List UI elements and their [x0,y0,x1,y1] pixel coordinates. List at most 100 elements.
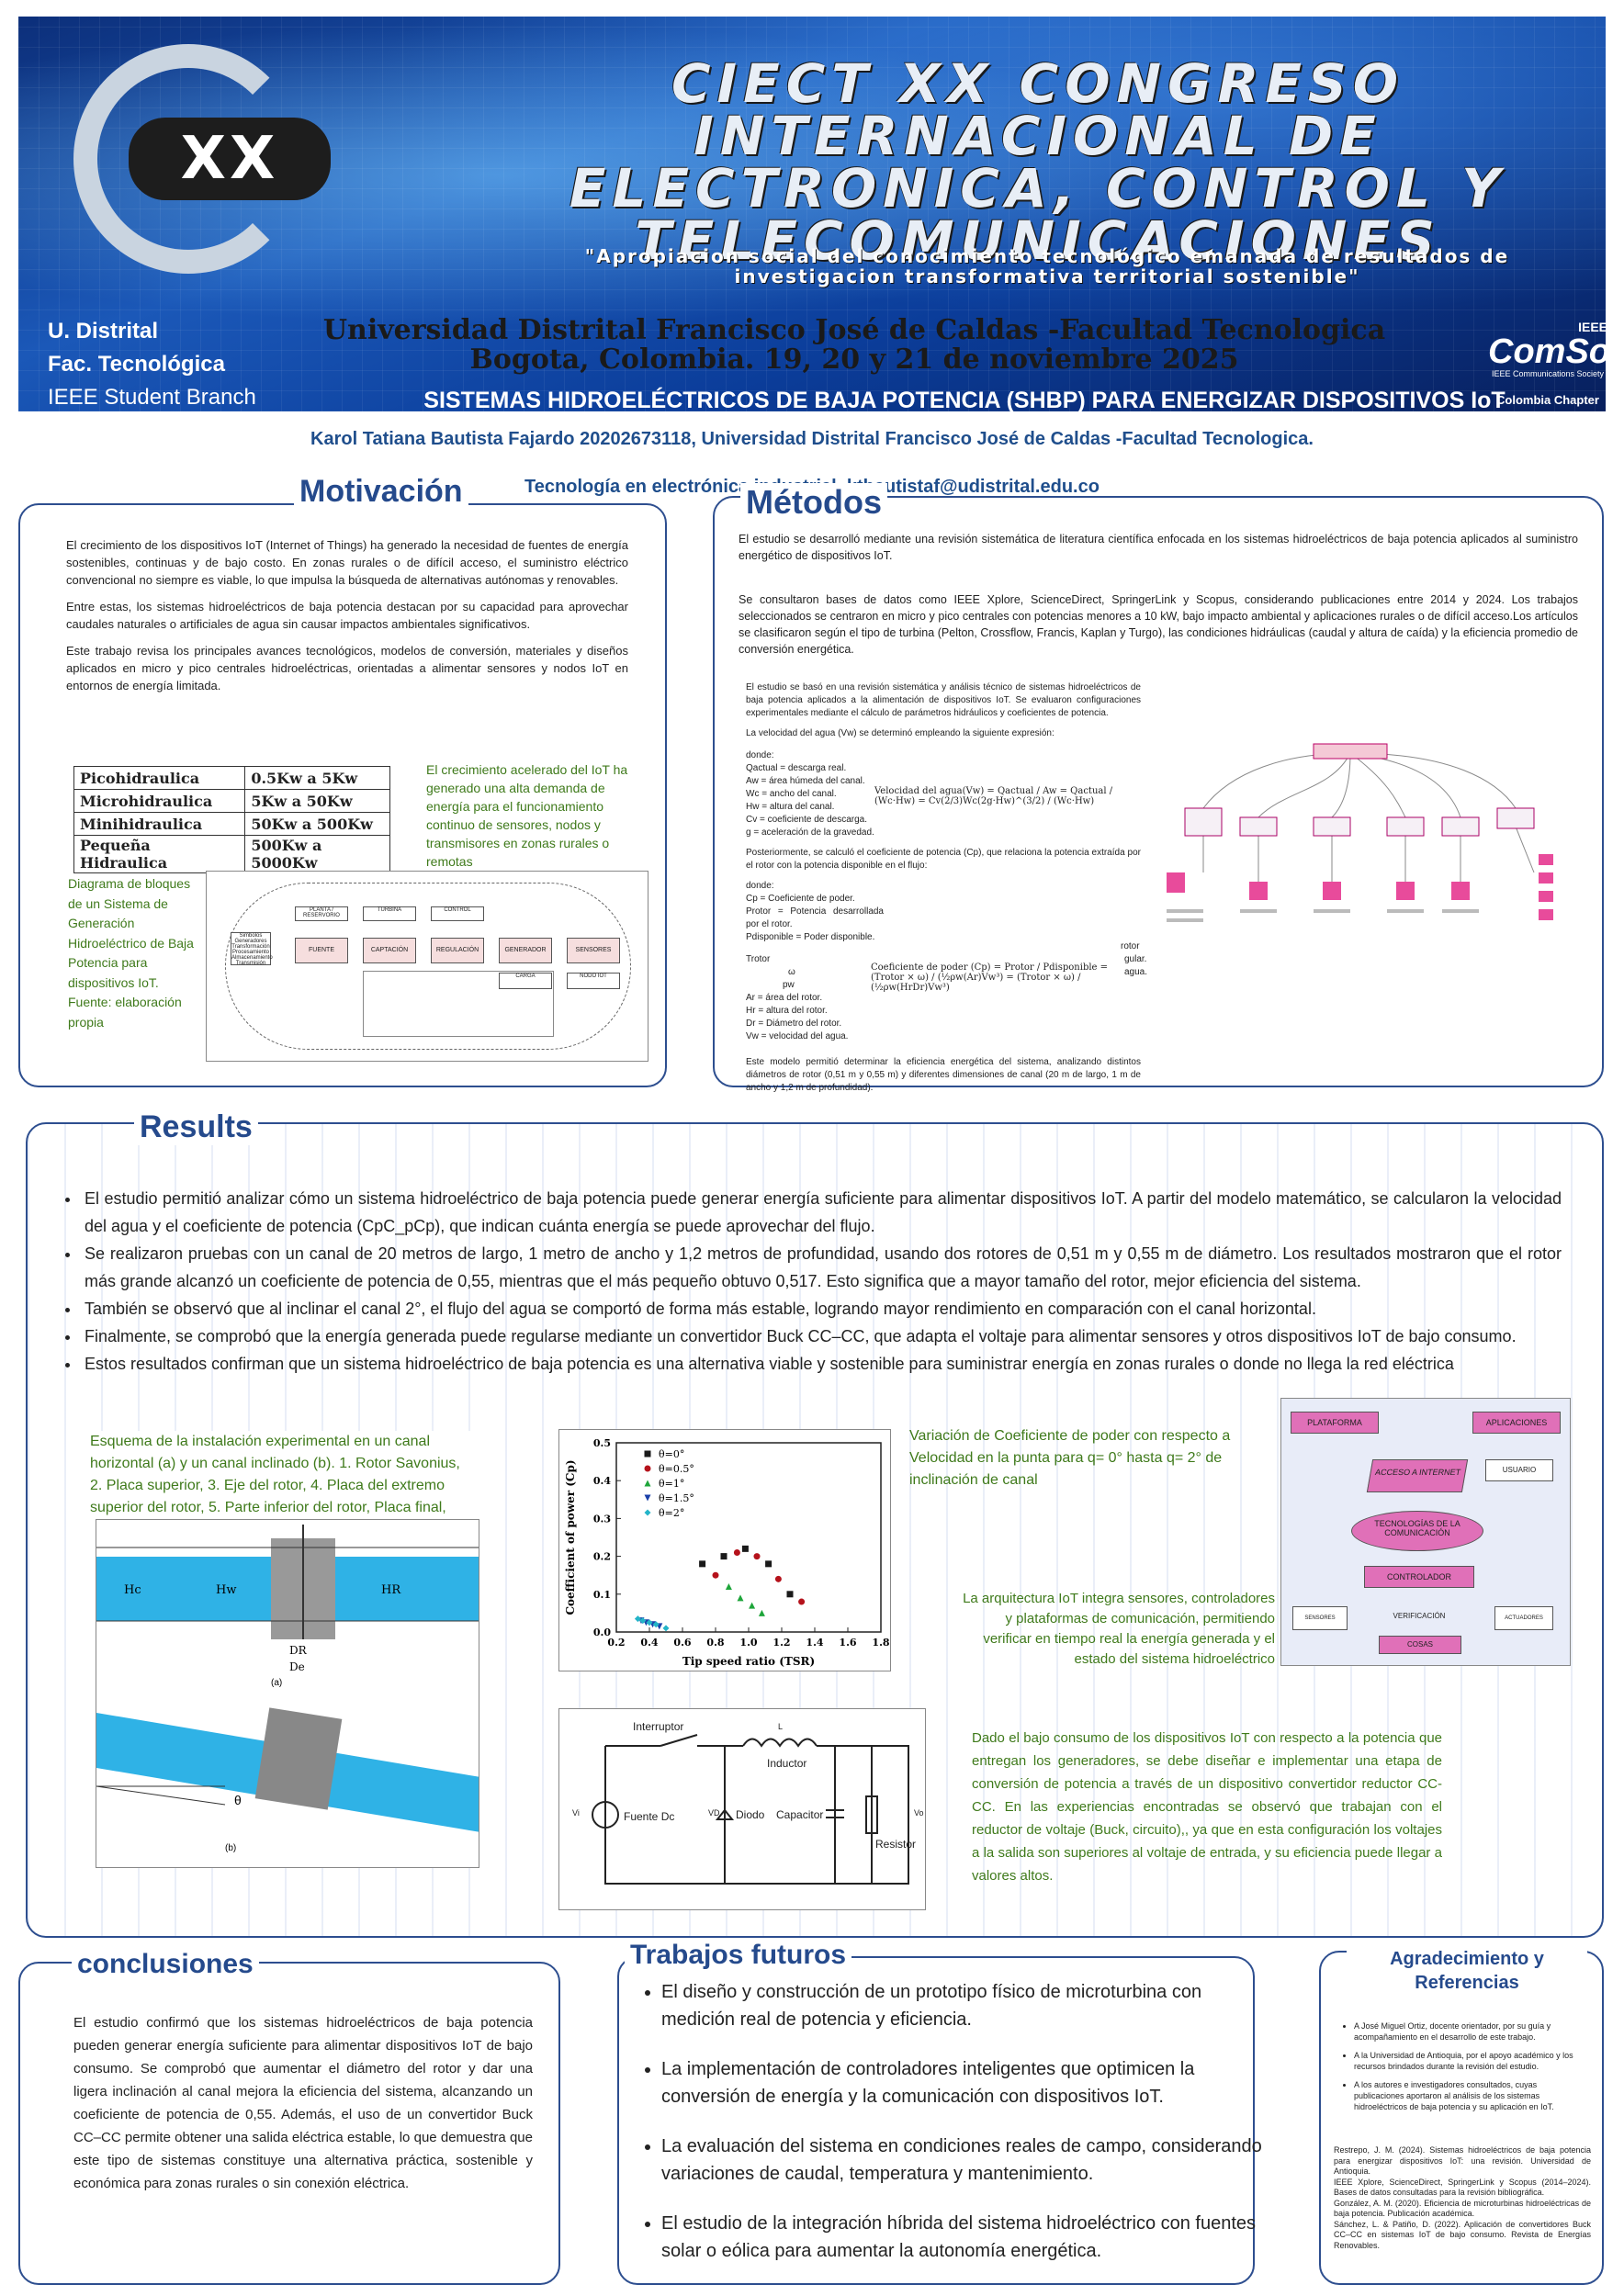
buck-caption: Dado el bajo consumo de los dispositivos… [972,1730,1442,1884]
data-point [765,1560,773,1568]
label-hr: HR [381,1583,401,1597]
list-item: El estudio de la integración híbrida del… [661,2210,1264,2265]
results-list: El estudio permitió analizar cómo un sis… [53,1185,1562,1378]
data-point [758,1609,765,1616]
diagram-node: CONTROL [431,906,484,921]
x-axis-label: Tip speed ratio (TSR) [682,1655,815,1668]
iot-node: APLICACIONES [1472,1412,1561,1434]
legend-marker [644,1494,651,1502]
conference-title: CIECT XX CONGRESO INTERNACIONAL DE ELECT… [569,52,1507,272]
label-l: L [778,1722,784,1731]
data-point [699,1560,706,1568]
conference-venue: Universidad Distrital Francisco José de … [211,316,1497,375]
diagram-node: TURBINA [363,906,416,921]
conference-banner: XX CIECT XX CONGRESO INTERNACIONAL DE EL… [18,17,1606,411]
motivacion-p2: Entre estas, los sistemas hidroeléctrico… [66,600,628,631]
iot-architecture-diagram: PLATAFORMA APLICACIONES ACCESO A INTERNE… [1280,1398,1571,1666]
list-item: El estudio permitió analizar cómo un sis… [81,1185,1562,1240]
list-item: La implementación de controladores intel… [661,2055,1264,2110]
conclusiones-title: conclusiones [72,1949,259,1980]
equation-side-words: rotor gular. agua. [1121,941,1148,977]
label-interruptor: Interruptor [633,1720,684,1733]
conclusiones-panel [18,1962,560,2285]
trabajos-list: El diseño y construcción de un prototipo… [636,1978,1264,2287]
legend-marker [644,1509,651,1516]
reference-item: IEEE Xplore, ScienceDirect, SpringerLink… [1334,2177,1591,2198]
x-tick-label: 1.0 [739,1637,757,1649]
block-diagram-caption: Diagrama de bloques de un Sistema de Gen… [68,876,194,1030]
data-point [741,1545,749,1552]
iot-node: SENSORES [1292,1606,1348,1630]
legend-label: θ=2° [659,1507,684,1519]
date-line: Bogota, Colombia. 19, 20 y 21 de noviemb… [469,343,1239,376]
label-inductor: Inductor [767,1757,807,1770]
tag-faculty: Fac. Tecnológica [48,352,225,377]
legend-label: θ=0.5° [659,1463,694,1475]
label-theta: θ [234,1793,242,1807]
y-tick-label: 0.2 [593,1551,611,1563]
data-point [749,1602,756,1609]
data-point [720,1553,727,1560]
iot-node: CONTROLADOR [1364,1566,1474,1588]
author-line: Karol Tatiana Bautista Fajardo 202026731… [310,429,1314,449]
iot-node: ACTUADORES [1494,1606,1553,1630]
list-item: Se realizaron pruebas con un canal de 20… [81,1240,1562,1295]
data-point [712,1571,719,1579]
y-tick-label: 0.3 [593,1513,611,1525]
list-item: A José Miguel Ortiz, docente orientador,… [1354,2020,1584,2043]
data-point [733,1548,740,1556]
diagram-node: GENERADOR [499,938,552,963]
literature-mind-map [1167,743,1553,922]
list-item: Estos resultados confirman que un sistem… [81,1350,1562,1378]
list-item: Finalmente, se comprobó que la energía g… [81,1322,1562,1350]
metodos-title: Métodos [740,483,887,522]
diagram-node: REGULACIÓN [431,938,484,963]
data-point [737,1594,744,1602]
block-diagram: Simbolos Generadores Transformación Proc… [206,871,648,1062]
diagram-node: FUENTE [295,938,348,963]
x-tick-label: 0.8 [706,1637,724,1649]
iot-node: VERIFICACIÓN [1393,1612,1446,1620]
legend-marker [644,1450,651,1458]
data-point [639,1617,647,1625]
iot-node: COSAS [1379,1636,1461,1654]
iot-node: PLATAFORMA [1291,1412,1379,1434]
x-tick-label: 1.6 [839,1637,856,1649]
x-tick-label: 1.8 [872,1637,889,1649]
legend-label: θ=1° [659,1478,684,1490]
variables-list-2: Cp = Coeficiente de poder. Protor = Pote… [746,894,884,1041]
diagram-node: NODO IOT [567,973,620,989]
channel-figure-caption: Esquema de la instalación experimental e… [90,1431,472,1519]
buck-converter-circuit: Interruptor Inductor Fuente Dc Diodo Cap… [558,1708,926,1910]
motivacion-text: El crecimiento de los dispositivos IoT (… [66,536,628,694]
data-point [774,1575,782,1582]
label-hw: Hw [216,1583,236,1597]
list-item: A la Universidad de Antioquia, por el ap… [1354,2050,1584,2072]
metodos-p1: El estudio se desarrolló mediante una re… [739,533,1578,562]
iot-node: TECNOLOGÍAS DE LA COMUNICACIÓN [1351,1511,1483,1551]
metodos-intro: El estudio se desarrolló mediante una re… [739,531,1578,658]
label-vo: Vo [914,1808,924,1818]
legend-label: θ=1.5° [659,1492,694,1504]
label-diodo: Diodo [736,1808,765,1821]
list-item: La evaluación del sistema en condiciones… [661,2133,1264,2188]
label-fuente: Fuente Dc [624,1810,675,1823]
power-coefficient-equation: Coeficiente de poder (Cp) = Protor / Pdi… [871,962,1109,993]
x-tick-label: 0.6 [673,1637,691,1649]
iot-demand-note: El crecimiento acelerado del IoT ha gene… [426,762,628,869]
label-a: (a) [271,1678,282,1688]
legend-label: θ=0° [659,1448,684,1460]
diagram-node: SENSORES [567,938,620,963]
y-tick-label: 0.0 [593,1626,611,1638]
tag-university: U. Distrital [48,319,159,343]
label-resistor: Resistor [875,1838,917,1851]
data-point [786,1591,794,1598]
reference-item: González, A. M. (2020). Eficiencia de mi… [1334,2198,1591,2219]
y-tick-label: 0.4 [593,1475,611,1487]
iot-node: ACCESO A INTERNET [1366,1459,1469,1492]
